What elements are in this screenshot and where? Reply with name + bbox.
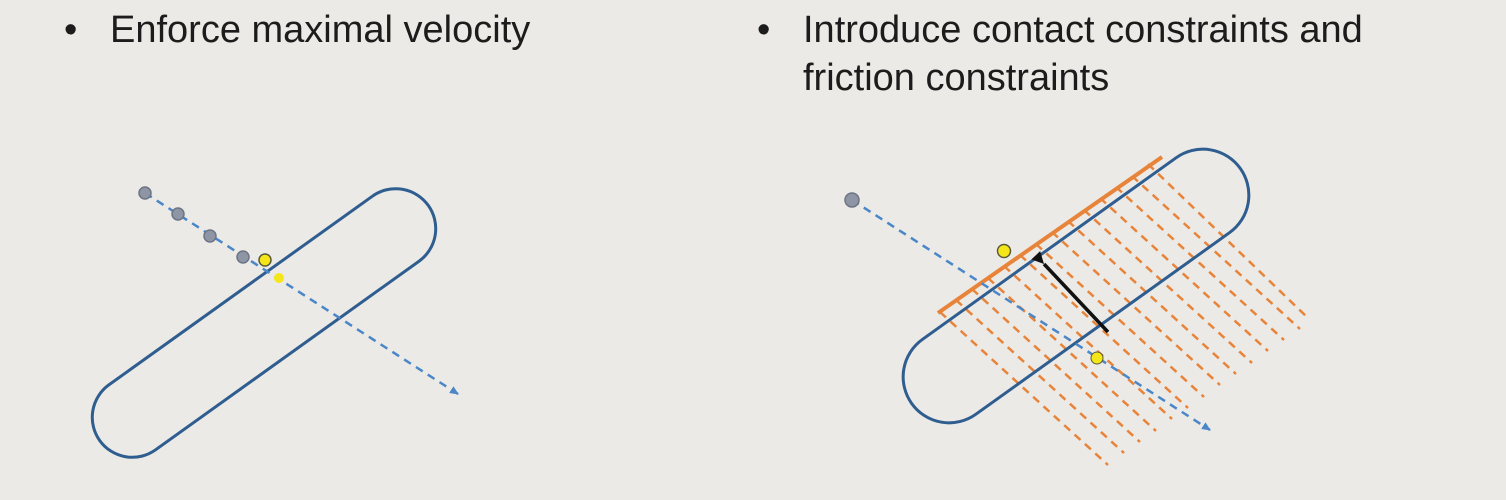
past-position-point bbox=[236, 250, 250, 264]
past-position-point bbox=[203, 229, 217, 243]
trajectory-line bbox=[144, 191, 459, 396]
left-diagram bbox=[90, 186, 459, 459]
capsule-obstacle bbox=[901, 147, 1251, 425]
contact-surface-line bbox=[936, 155, 1164, 315]
next-position-point bbox=[274, 273, 284, 283]
right-diagram bbox=[844, 147, 1309, 466]
bullet-enforce-velocity: • Enforce maximal velocity bbox=[64, 6, 664, 56]
predicted-position-point bbox=[1090, 351, 1104, 365]
trajectory-line bbox=[851, 198, 1211, 432]
contact-position-point bbox=[996, 243, 1012, 259]
bullet-text-line2: friction constraints bbox=[803, 57, 1110, 99]
capsule-obstacle bbox=[90, 187, 438, 459]
start-position-point bbox=[844, 192, 860, 208]
bullet-contact-friction: • Introduce contact constraints and fric… bbox=[757, 6, 1497, 106]
constraint-hatching bbox=[939, 163, 1309, 466]
bullet-text: Enforce maximal velocity bbox=[110, 9, 531, 51]
past-position-point bbox=[171, 207, 185, 221]
bullet-marker: • bbox=[757, 9, 771, 51]
bullet-marker: • bbox=[64, 9, 78, 51]
past-position-point bbox=[138, 186, 152, 200]
clamped-position-point bbox=[258, 253, 272, 267]
contact-normal-arrow bbox=[1031, 251, 1110, 334]
bullet-text-line1: Introduce contact constraints and bbox=[803, 9, 1363, 51]
